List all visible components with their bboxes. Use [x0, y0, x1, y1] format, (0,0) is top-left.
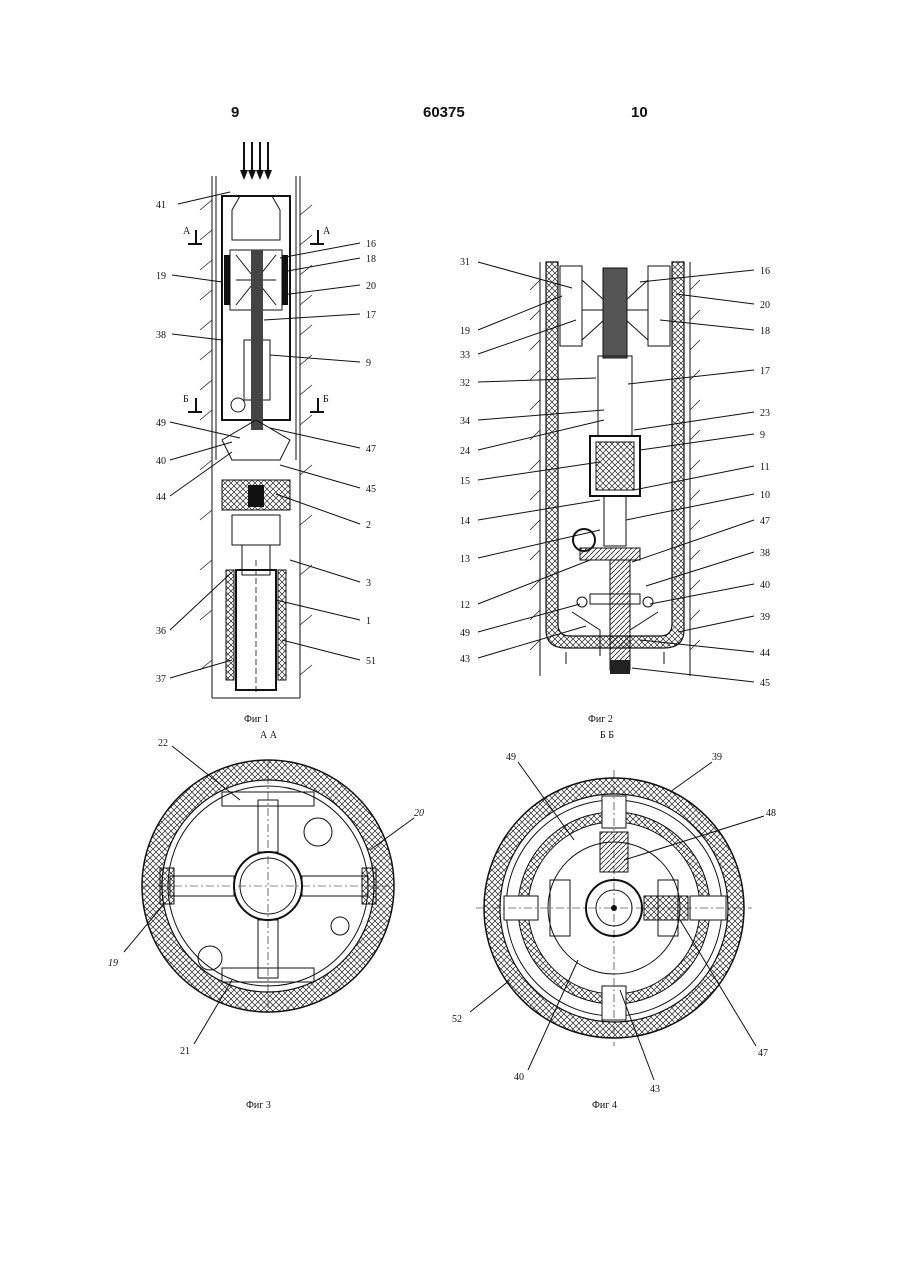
- callout-13: 13: [460, 554, 470, 565]
- callout-22: 22: [158, 738, 168, 749]
- callout-1: 1: [366, 616, 371, 627]
- fig4-section-title: Б Б: [600, 730, 614, 741]
- callout-45: 45: [366, 484, 376, 495]
- callout-20: 20: [414, 808, 424, 819]
- callout-15: 15: [460, 476, 470, 487]
- fig1-caption: Фиг 1: [244, 714, 269, 725]
- callout-33: 33: [460, 350, 470, 361]
- callout-40: 40: [156, 456, 166, 467]
- callout-19: 19: [156, 271, 166, 282]
- callout-24: 24: [460, 446, 470, 457]
- callout-48: 48: [766, 808, 776, 819]
- section-b-left-label: Б: [183, 394, 189, 405]
- callout-47: 47: [760, 516, 770, 527]
- callout-16: 16: [760, 266, 770, 277]
- callout-9: 9: [366, 358, 371, 369]
- fig3-caption: Фиг 3: [246, 1100, 271, 1111]
- callout-9: 9: [760, 430, 765, 441]
- callout-43: 43: [650, 1084, 660, 1095]
- callout-3: 3: [366, 578, 371, 589]
- callout-14: 14: [460, 516, 470, 527]
- callout-44: 44: [760, 648, 770, 659]
- fig4-caption: Фиг 4: [592, 1100, 617, 1111]
- callout-38: 38: [760, 548, 770, 559]
- callout-36: 36: [156, 626, 166, 637]
- callout-20: 20: [366, 281, 376, 292]
- callout-41: 41: [156, 200, 166, 211]
- callout-39: 39: [760, 612, 770, 623]
- callout-49: 49: [156, 418, 166, 429]
- callout-49: 49: [460, 628, 470, 639]
- callout-32: 32: [460, 378, 470, 389]
- callout-31: 31: [460, 257, 470, 268]
- figure-2: 31 19 33 32 34 24 15 14 13 12 49 43 16 2…: [460, 257, 770, 725]
- callout-44: 44: [156, 492, 166, 503]
- figure-3: А А 22 20 19 21 Фиг 3: [108, 730, 424, 1111]
- callout-10: 10: [760, 490, 770, 501]
- callout-19: 19: [108, 958, 118, 969]
- callout-39: 39: [712, 752, 722, 763]
- callout-18: 18: [366, 254, 376, 265]
- callout-17: 17: [366, 310, 376, 321]
- callout-21: 21: [180, 1046, 190, 1057]
- callout-17: 17: [760, 366, 770, 377]
- callout-40: 40: [514, 1072, 524, 1083]
- callout-52: 52: [452, 1014, 462, 1025]
- callout-20: 20: [760, 300, 770, 311]
- callout-47: 47: [366, 444, 376, 455]
- callout-51: 51: [366, 656, 376, 667]
- callout-43: 43: [460, 654, 470, 665]
- callout-34: 34: [460, 416, 470, 427]
- callout-40: 40: [760, 580, 770, 591]
- callout-2: 2: [366, 520, 371, 531]
- callout-49: 49: [506, 752, 516, 763]
- callout-12: 12: [460, 600, 470, 611]
- section-b-right-label: Б: [323, 394, 329, 405]
- callout-45: 45: [760, 678, 770, 689]
- callout-47: 47: [758, 1048, 768, 1059]
- callout-18: 18: [760, 326, 770, 337]
- fig3-section-title: А А: [260, 730, 278, 741]
- callout-16: 16: [366, 239, 376, 250]
- callout-38: 38: [156, 330, 166, 341]
- callout-37: 37: [156, 674, 166, 685]
- callout-11: 11: [760, 462, 770, 473]
- section-a-left-label: А: [183, 226, 191, 237]
- fig2-caption: Фиг 2: [588, 714, 613, 725]
- figure-1: А А Б Б 41 19 38: [156, 142, 376, 725]
- callout-23: 23: [760, 408, 770, 419]
- section-a-right-label: А: [323, 226, 331, 237]
- callout-19: 19: [460, 326, 470, 337]
- figure-4: Б Б 49 39 48 52 40: [452, 730, 776, 1111]
